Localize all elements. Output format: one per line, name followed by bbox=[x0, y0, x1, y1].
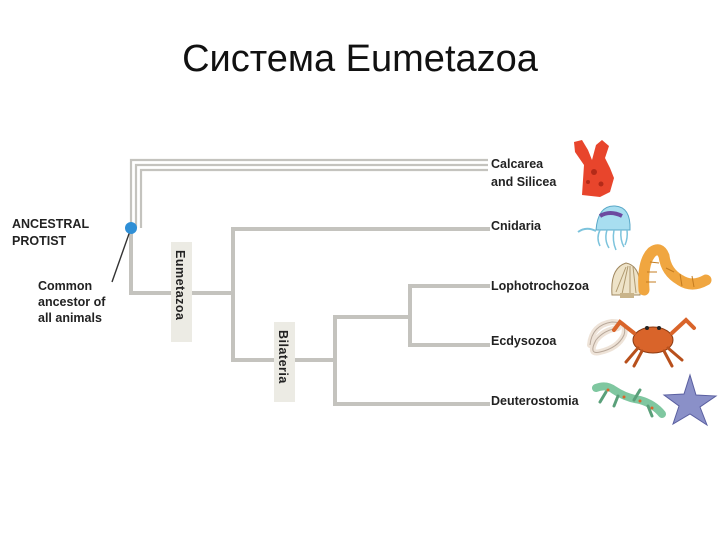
lizard-icon bbox=[592, 382, 666, 418]
root-node bbox=[125, 222, 137, 234]
ancestral-label-2: PROTIST bbox=[12, 234, 67, 248]
nematode-icon bbox=[587, 318, 628, 356]
tree-branches bbox=[129, 158, 490, 406]
crab-icon bbox=[612, 317, 696, 368]
jellyfish-icon bbox=[577, 205, 631, 251]
branch-sponge-3 bbox=[139, 168, 488, 228]
taxon-label-lophotrochozoa: Lophotrochozoa bbox=[491, 279, 590, 293]
branch-stem bbox=[129, 226, 235, 295]
worm-icon bbox=[638, 244, 712, 296]
bilateria-label: Bilateria bbox=[276, 330, 290, 384]
taxon-label-silicea: and Silicea bbox=[491, 175, 557, 189]
taxon-label-cnidaria: Cnidaria bbox=[491, 219, 542, 233]
taxon-label-deuterostomia: Deuterostomia bbox=[491, 394, 580, 408]
sponge-icon bbox=[574, 140, 614, 197]
ancestor-pointer bbox=[111, 230, 131, 283]
page-title: Система Eumetazoa bbox=[182, 38, 538, 80]
common-ancestor-label-2: ancestor of bbox=[38, 295, 106, 309]
shell-icon bbox=[611, 262, 641, 298]
eumetazoa-label: Eumetazoa bbox=[173, 250, 187, 321]
bilateria-box bbox=[274, 322, 295, 402]
ancestral-label-1: ANCESTRAL bbox=[12, 217, 89, 231]
taxon-label-ecdysozoa: Ecdysozoa bbox=[491, 334, 557, 348]
branch-sponge-2 bbox=[134, 163, 488, 228]
eumetazoa-box bbox=[171, 242, 192, 342]
common-ancestor-label-3: all animals bbox=[38, 311, 102, 325]
taxon-label-calcarea: Calcarea bbox=[491, 157, 544, 171]
branch-sponge-1 bbox=[129, 158, 488, 228]
starfish-icon bbox=[662, 373, 718, 427]
common-ancestor-label-1: Common bbox=[38, 279, 92, 293]
